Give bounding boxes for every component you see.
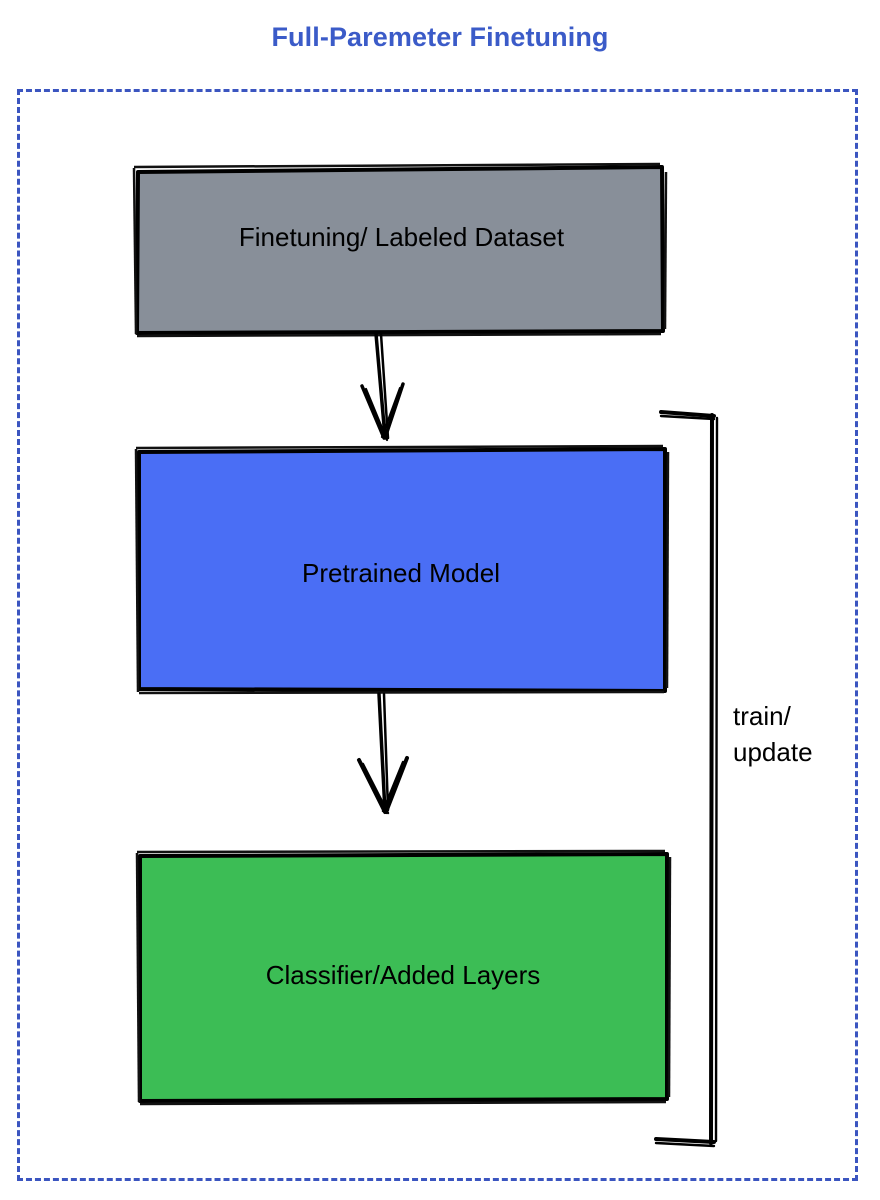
edge-feedback-loop-label-line1: train/ [733,701,791,731]
page-title: Full-Paremeter Finetuning [271,22,609,52]
node-pretrained-label: Pretrained Model [302,558,500,588]
edge-feedback-loop-label: train/ update [733,698,853,770]
node-dataset-label: Finetuning/ Labeled Dataset [238,222,565,252]
diagram-frame [17,89,858,1181]
edge-feedback-loop-label-line2: update [733,737,813,767]
node-classifier-label: Classifier/Added Layers [265,960,541,990]
